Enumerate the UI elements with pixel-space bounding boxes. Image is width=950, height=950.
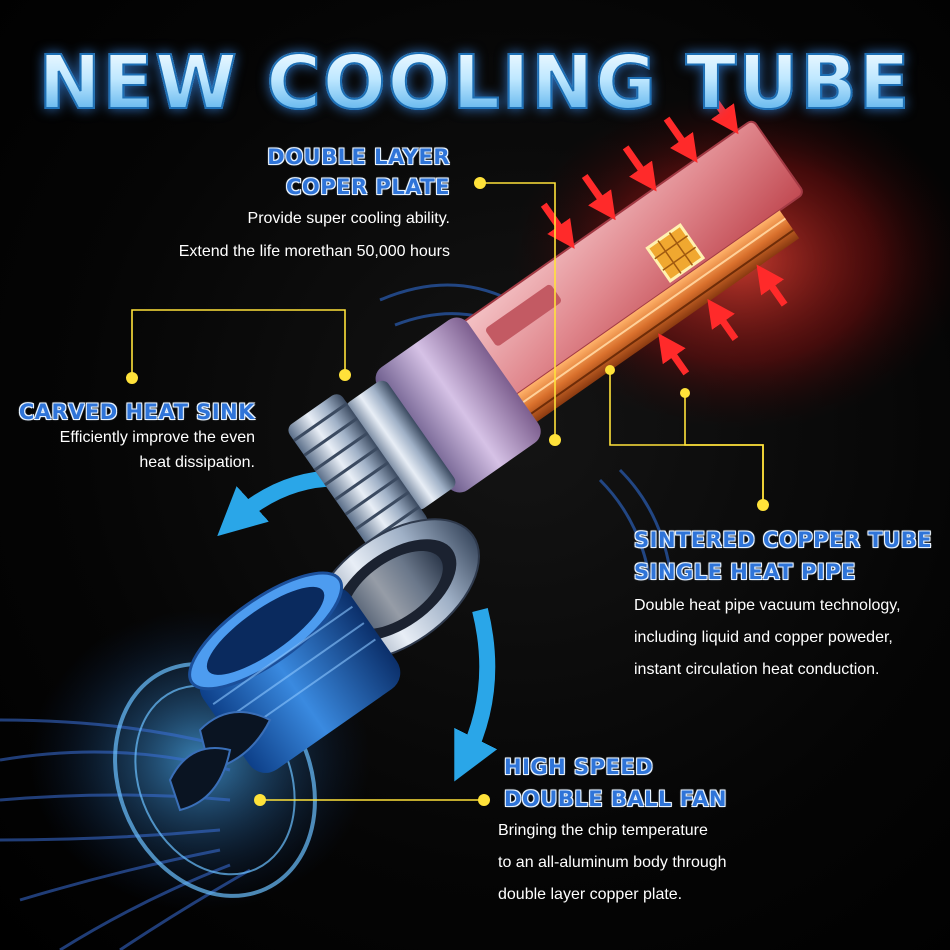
fan-blades (168, 711, 272, 812)
heat-sink (288, 394, 428, 557)
tube-desc-line-3: instant circulation heat conduction. (634, 661, 880, 678)
heatsink-desc-line-1: Efficiently improve the even (59, 429, 255, 446)
fan-desc-line-2: to an all-aluminum body through (498, 854, 727, 871)
plate-heading-line-2: COPER PLATE (285, 175, 450, 199)
fan-desc-line-1: Bringing the chip temperature (498, 822, 708, 839)
led-bulb (288, 87, 803, 557)
tube-desc-line-1: Double heat pipe vacuum technology, (634, 597, 901, 614)
swoosh-arrow-right (454, 608, 498, 782)
leader-lines (131, 182, 764, 801)
bulb-base (375, 317, 541, 493)
plate-desc-line-2: Extend the life morethan 50,000 hours (178, 243, 450, 260)
fan-heading-line-1: HIGH SPEED (504, 755, 654, 779)
heatsink-heading: CARVED HEAT SINK (18, 400, 255, 424)
copper-tube (509, 210, 800, 428)
tube-heading-line-2: SINGLE HEAT PIPE (634, 560, 856, 584)
tube-desc-line-2: including liquid and copper poweder, (634, 629, 893, 646)
plate-desc-line-1: Provide super cooling ability. (247, 210, 450, 227)
plate-heading-line-1: DOUBLE LAYER (267, 145, 450, 169)
fan-desc-line-3: double layer copper plate. (498, 886, 683, 903)
leader-dots (126, 177, 769, 806)
heatsink-desc-line-2: heat dissipation. (139, 454, 255, 471)
page-title: NEW COOLING TUBE (0, 39, 950, 127)
tube-heading-line-1: SINTERED COPPER TUBE (634, 528, 933, 552)
led-chip (645, 223, 706, 283)
fan-heading-line-2: DOUBLE BALL FAN (504, 787, 727, 811)
